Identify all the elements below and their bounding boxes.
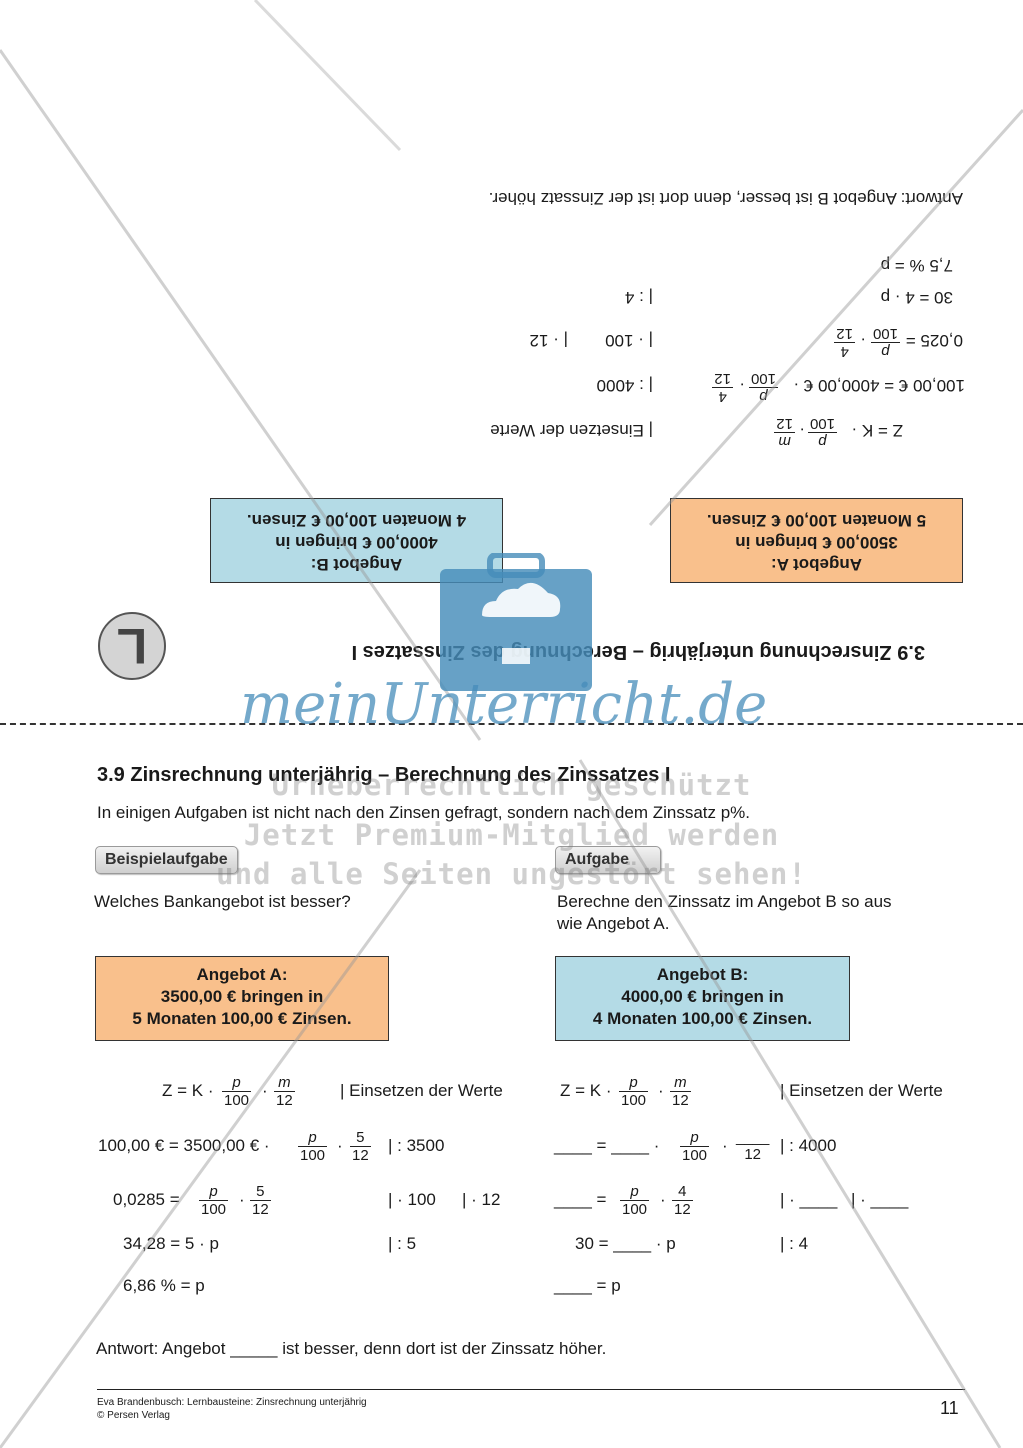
worksheet-title: 3.9 Zinsrechnung unterjährig – Berechnun… xyxy=(97,764,671,786)
solution-badge: L xyxy=(98,612,166,680)
solution-eq-4: 30 = 4 · p xyxy=(880,288,953,307)
solution-section: 3.9 Zinsrechnung unterjährig – Berechnun… xyxy=(0,0,1023,720)
box-b-line: 4 Monaten 100,00 € Zinsen. xyxy=(592,1009,813,1028)
solution-note-2: | : 4000 xyxy=(596,376,653,395)
solution-box-b: Angebot B: 4000,00 € bringen in 4 Monate… xyxy=(210,498,503,583)
example-note-1: | Einsetzen der Werte xyxy=(340,1081,503,1100)
task-eq-2: ____ = ____ · xyxy=(554,1136,660,1155)
box-a-line: 5 Monaten 100,00 € Zinsen. xyxy=(706,511,927,530)
task-note-1: | Einsetzen der Werte xyxy=(780,1081,943,1100)
task-note-2: | : 4000 xyxy=(780,1136,837,1155)
example-eq-3: 0,0285 = xyxy=(113,1190,180,1209)
task-eq-5: ____ = p xyxy=(554,1276,621,1295)
box-a-line: 3500,00 € bringen in xyxy=(735,533,898,552)
solution-title: 3.9 Zinsrechnung unterjährig – Berechnun… xyxy=(351,641,925,663)
task-note-4: | : 4 xyxy=(780,1234,809,1253)
solution-eq-2: 100,00 € = 4000,00 € · xyxy=(793,376,965,395)
example-eq-5: 6,86 % = p xyxy=(123,1276,205,1295)
offer-box-b: Angebot B: 4000,00 € bringen in 4 Monate… xyxy=(555,956,850,1041)
task-note-3a[interactable]: | · ____ xyxy=(780,1190,838,1209)
intro-text: In einigen Aufgaben ist nicht nach den Z… xyxy=(97,803,751,822)
task-button[interactable]: Aufgabe xyxy=(555,846,661,874)
example-eq-4: 34,28 = 5 · p xyxy=(123,1234,219,1253)
offer-box-a: Angebot A: 3500,00 € bringen in 5 Monate… xyxy=(95,956,389,1041)
footer-author: Eva Brandenbusch: Lernbausteine: Zinsrec… xyxy=(97,1397,367,1408)
solution-answer: Antwort: Angebot B ist besser, denn dort… xyxy=(488,189,963,208)
example-eq-2: 100,00 € = 3500,00 € · xyxy=(98,1136,270,1155)
solution-eq-1: Z = K · xyxy=(851,421,903,440)
solution-eq-3: 0,025 = xyxy=(905,331,963,350)
box-a-line: 5 Monaten 100,00 € Zinsen. xyxy=(132,1009,352,1028)
task-note-3b[interactable]: | · ____ xyxy=(851,1190,909,1209)
solution-note-3b: | · 12 xyxy=(529,331,568,350)
box-b-line: 4 Monaten 100,00 € Zinsen. xyxy=(246,511,467,530)
fraction: ____12 xyxy=(736,1129,770,1163)
box-b-line: Angebot B: xyxy=(656,965,749,984)
solution-note-3a: | · 100 xyxy=(605,331,653,350)
box-b-line: 4000,00 € bringen in xyxy=(275,533,438,552)
solution-eq-5: 7,5 % = p xyxy=(880,256,953,275)
cut-line xyxy=(0,723,1023,725)
example-note-4: | : 5 xyxy=(388,1234,417,1253)
task-eq-1: Z = K · xyxy=(560,1081,612,1100)
example-note-2: | : 3500 xyxy=(388,1136,445,1155)
task-question-2: wie Angebot A. xyxy=(557,914,670,933)
example-button[interactable]: Beispielaufgabe xyxy=(95,846,238,874)
solution-note-1: | Einsetzen der Werte xyxy=(490,421,653,440)
example-note-3b: | · 12 xyxy=(462,1190,501,1209)
solution-box-a: Angebot A: 3500,00 € bringen in 5 Monate… xyxy=(670,498,963,583)
box-a-line: Angebot A: xyxy=(771,555,862,574)
task-question-1: Berechne den Zinssatz im Angebot B so au… xyxy=(557,892,892,911)
task-eq-3: ____ = xyxy=(554,1190,607,1209)
footer-divider xyxy=(97,1389,965,1390)
box-a-line: Angebot A: xyxy=(196,965,288,984)
example-note-3a: | · 100 xyxy=(388,1190,436,1209)
box-b-line: Angebot B: xyxy=(310,555,403,574)
box-a-line: 3500,00 € bringen in xyxy=(160,987,324,1006)
page-number: 11 xyxy=(940,1398,959,1418)
solution-note-4: | : 4 xyxy=(624,288,653,307)
example-question: Welches Bankangebot ist besser? xyxy=(94,892,351,911)
footer-publisher: © Persen Verlag xyxy=(97,1410,170,1421)
box-b-line: 4000,00 € bringen in xyxy=(621,987,784,1006)
example-eq-1: Z = K · xyxy=(162,1081,214,1100)
task-eq-4: 30 = ____ · p xyxy=(575,1234,676,1253)
worksheet-answer: Antwort: Angebot _____ ist besser, denn … xyxy=(96,1339,607,1358)
